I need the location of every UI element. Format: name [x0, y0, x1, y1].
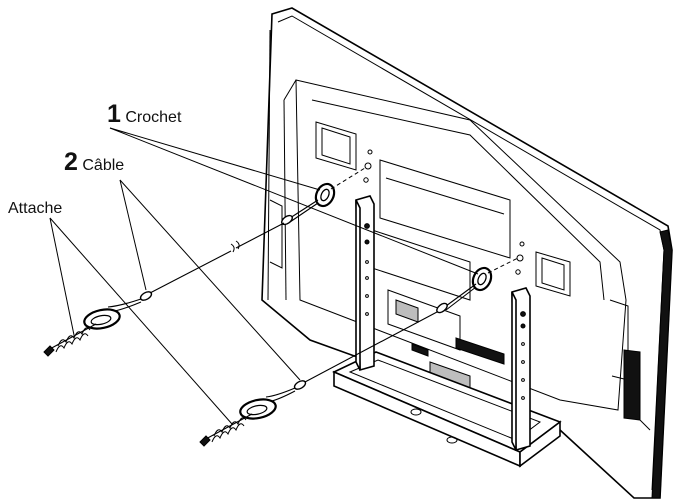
- label-cable-number: 2: [64, 148, 78, 176]
- label-hook-number: 1: [107, 100, 121, 128]
- label-cable-text: Câble: [82, 157, 125, 174]
- cable-upper: [83, 199, 319, 330]
- cable-lower: [239, 283, 477, 420]
- label-hook-text: Crochet: [125, 109, 182, 126]
- clamp-upper-icon: [43, 323, 97, 357]
- label-clamp: Attache: [8, 201, 62, 217]
- leader-lines: [49, 127, 479, 425]
- tv-stand: [332, 195, 562, 468]
- hook-upper-icon: [314, 167, 366, 208]
- label-clamp-text: Attache: [8, 200, 63, 217]
- tv-back-panel: [261, 7, 673, 499]
- label-cable: 2 Câble: [64, 150, 124, 175]
- clamp-lower-icon: [199, 413, 253, 447]
- label-hook: 1 Crochet: [107, 102, 181, 127]
